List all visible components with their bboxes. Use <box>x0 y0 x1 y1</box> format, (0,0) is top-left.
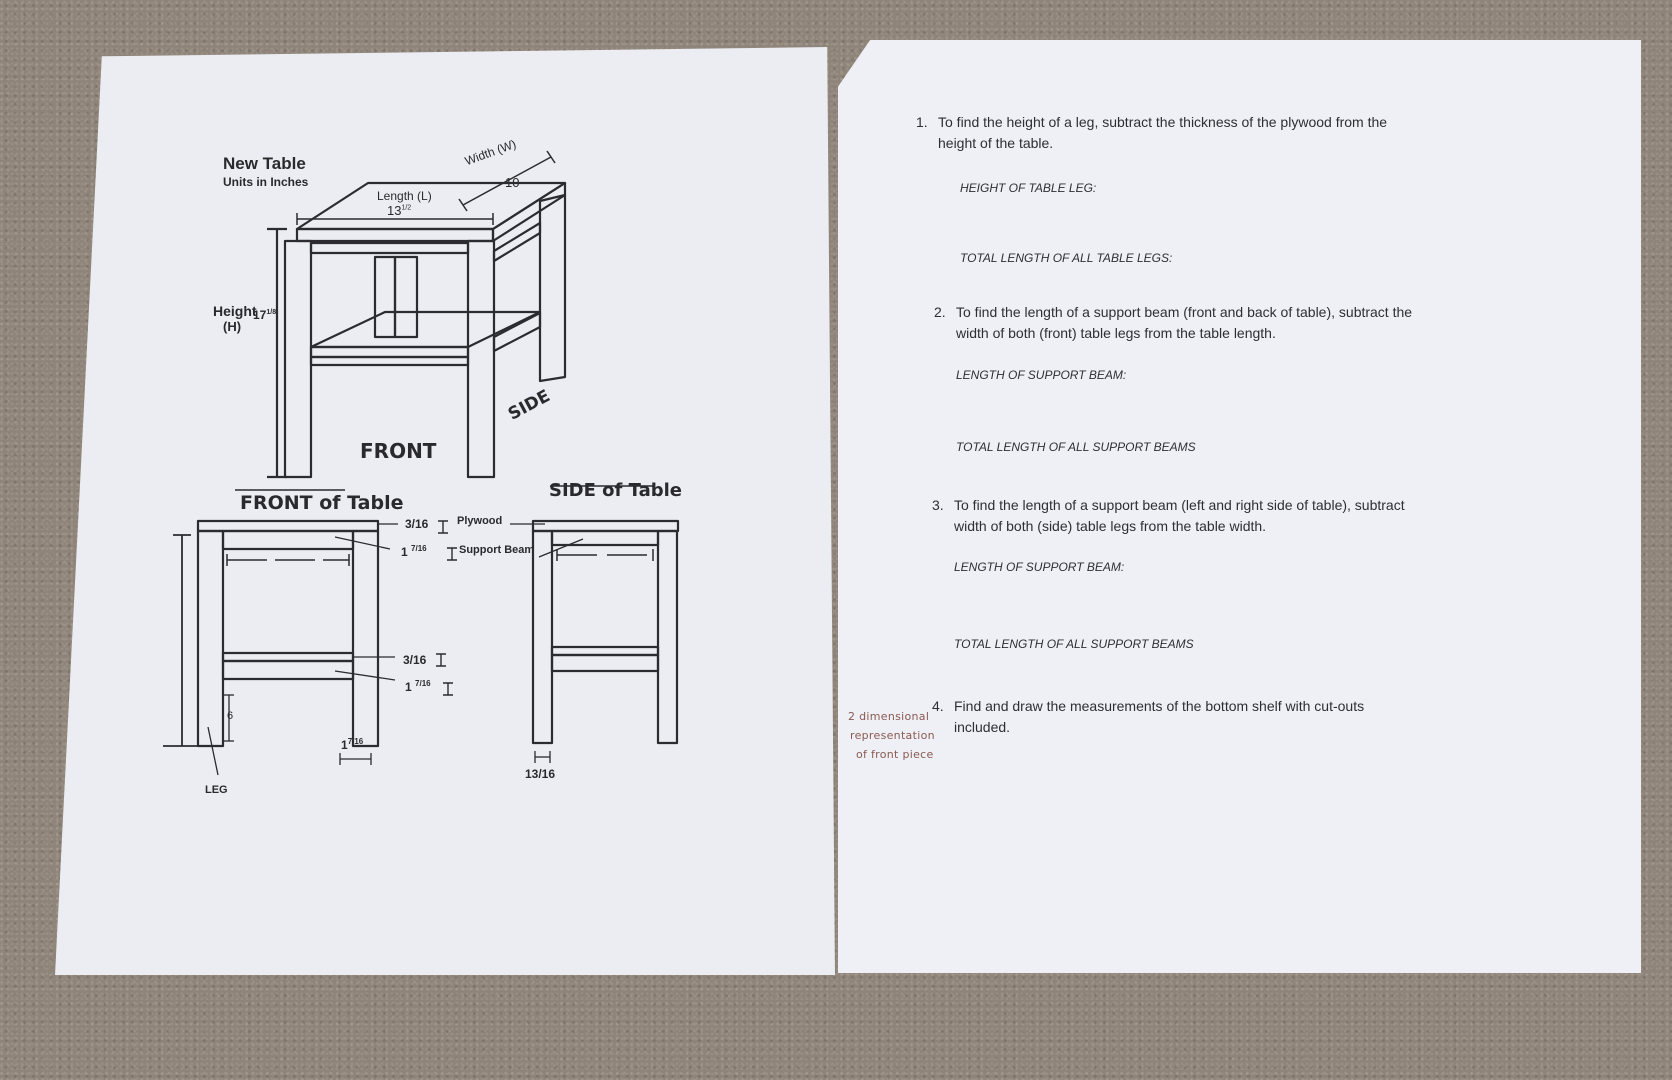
question-2-number: 2. <box>934 304 946 320</box>
question-1-line-2: height of the table. <box>938 135 1054 151</box>
handwritten-note-line-3: of front piece <box>856 748 934 761</box>
height-value: 171/8 <box>253 308 277 322</box>
length-value: 131/2 <box>387 203 412 218</box>
plywood-dimension: 3/16 <box>405 517 429 531</box>
question-4-line-1: Find and draw the measurements of the bo… <box>954 698 1365 714</box>
height-label: Height <box>213 303 257 319</box>
handwritten-note-line-2: representation <box>850 729 935 742</box>
answer-label-total-length-legs: TOTAL LENGTH OF ALL TABLE LEGS: <box>960 251 1173 265</box>
leg-label: LEG <box>205 784 228 796</box>
front-view-illustration <box>163 489 584 776</box>
right-worksheet-page: 1. To find the height of a leg, subtract… <box>838 40 1641 973</box>
question-1: 1. To find the height of a leg, subtract… <box>916 112 1388 154</box>
leg-gap-dimension: 6 <box>227 710 234 722</box>
question-4-line-2: included. <box>954 719 1011 735</box>
question-1-line-1: To find the height of a leg, subtract th… <box>938 114 1388 130</box>
question-3-line-2: width of both (side) table legs from the… <box>954 518 1267 534</box>
side-view-illustration <box>531 485 680 763</box>
front-view-title: FRONT of Table <box>240 492 404 514</box>
question-4-number: 4. <box>932 698 944 714</box>
answer-label-total-front-beams: TOTAL LENGTH OF ALL SUPPORT BEAMS <box>956 440 1196 454</box>
table-3d-illustration <box>267 150 567 479</box>
leg-width-dimension: 17/16 <box>341 737 364 752</box>
diagram-title: New Table <box>223 154 306 173</box>
answer-label-total-side-beams: TOTAL LENGTH OF ALL SUPPORT BEAMS <box>954 637 1194 651</box>
question-2-line-2: width of both (front) table legs from th… <box>956 325 1276 341</box>
handwritten-note-line-1: 2 dimensional <box>848 710 930 723</box>
table-diagrams-drawing <box>163 150 680 776</box>
diagram-subtitle: Units in Inches <box>223 175 309 189</box>
side-view-title: SIDE of Table <box>549 480 682 501</box>
width-value: 10 <box>505 175 520 190</box>
answer-label-side-support-beam: LENGTH OF SUPPORT BEAM: <box>954 560 1125 574</box>
lower-beam-dimension: 1 7/16 <box>405 679 431 694</box>
question-1-number: 1. <box>916 114 928 130</box>
question-4: 4. Find and draw the measurements of the… <box>932 696 1365 738</box>
height-symbol: (H) <box>223 319 242 334</box>
support-beam-dimension: 1 7/16 <box>401 544 427 559</box>
question-3: 3. To find the length of a support beam … <box>932 495 1405 537</box>
answer-label-height-of-table-leg: HEIGHT OF TABLE LEG: <box>960 181 1097 195</box>
front-label: FRONT <box>360 439 437 463</box>
plywood-label: Plywood <box>457 515 503 527</box>
lower-plywood-dimension: 3/16 <box>403 653 427 667</box>
answer-label-front-support-beam: LENGTH OF SUPPORT BEAM: <box>956 368 1127 382</box>
question-3-number: 3. <box>932 497 944 513</box>
left-worksheet-page: New Table Units in Inches Length (L) 131… <box>55 47 835 975</box>
support-beam-label: Support Beam <box>459 544 535 556</box>
length-label: Length (L) <box>377 189 432 203</box>
question-3-line-1: To find the length of a support beam (le… <box>954 497 1405 513</box>
question-2-line-1: To find the length of a support beam (fr… <box>956 304 1413 320</box>
side-leg-width-dimension: 13/16 <box>525 767 556 781</box>
question-2: 2. To find the length of a support beam … <box>934 302 1413 344</box>
